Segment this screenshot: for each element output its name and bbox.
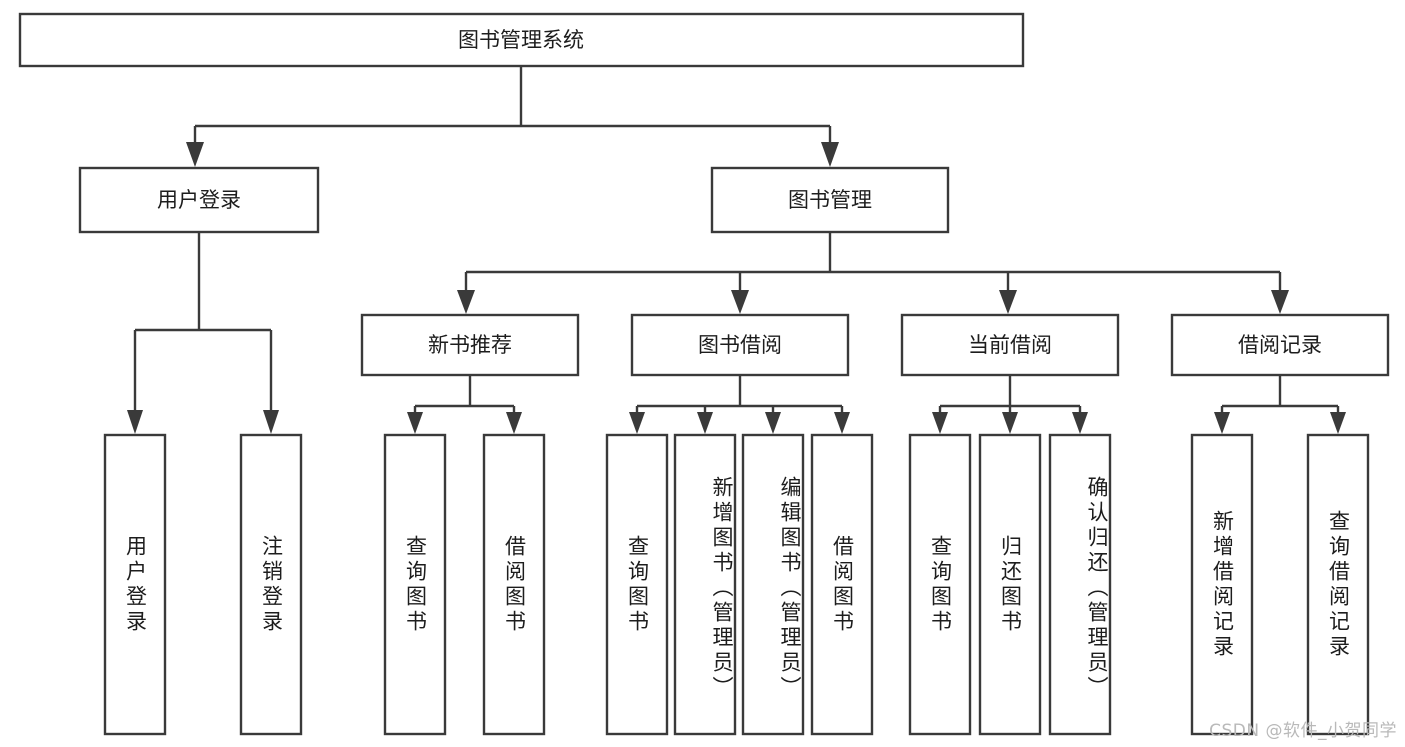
arrow-to-book-manage [821,142,839,167]
node-user-login[interactable]: 用户登录 [78,166,320,234]
leaf-box-add-record[interactable] [1190,433,1254,736]
leaf-box-query-book-1[interactable] [383,433,447,736]
node-user-login-label: 用户登录 [157,188,241,212]
connector-user-login-to-leaves [127,232,279,434]
leaf-box-query-book-2[interactable] [605,433,669,736]
arrow-to-user-login [186,142,204,167]
arrow-to-borrow-record [1271,290,1289,314]
arrow-to-current-borrow [999,290,1017,314]
arrow-to-leaf-logout [263,410,279,434]
leaf-box-borrow-book-1[interactable] [482,433,546,736]
arrow-to-new-book-recommend [457,290,475,314]
csdn-watermark: CSDN @软件_小贺同学 [1209,721,1397,741]
node-root-rect[interactable] [18,12,1025,68]
node-book-manage-label: 图书管理 [788,188,872,212]
node-new-book-recommend[interactable]: 新书推荐 [360,313,580,377]
connector-book-manage-to-level3 [457,232,1289,314]
node-current-borrow[interactable]: 当前借阅 [900,313,1120,377]
node-root-label: 图书管理系统 [458,28,584,52]
leaf-box-query-book-3[interactable] [908,433,972,736]
leaf-box-add-book[interactable] [673,433,737,736]
connector-current-borrow-to-leaves [932,375,1088,434]
connector-root-to-level2 [186,66,839,167]
leaf-box-logout[interactable] [239,433,303,736]
node-root[interactable]: 图书管理系统 [18,12,1025,68]
leaf-box-return-book[interactable] [978,433,1042,736]
leaf-box-borrow-book-2[interactable] [810,433,874,736]
connector-new-book-recommend-to-leaves [407,375,522,434]
leaf-box-confirm-return[interactable] [1048,433,1112,736]
node-user-login-rect[interactable] [78,166,320,234]
node-book-borrow[interactable]: 图书借阅 [630,313,850,377]
leaf-box-query-record[interactable] [1306,433,1370,736]
connector-borrow-record-to-leaves [1214,375,1346,434]
leaf-box-user-login[interactable] [103,433,167,736]
node-current-borrow-rect[interactable] [900,313,1120,377]
node-borrow-record-label: 借阅记录 [1238,333,1322,357]
node-current-borrow-label: 当前借阅 [968,333,1052,357]
arrow-to-book-borrow [731,290,749,314]
arrow-to-leaf-user-login [127,410,143,434]
node-book-manage[interactable]: 图书管理 [710,166,950,234]
node-new-book-recommend-rect[interactable] [360,313,580,377]
node-borrow-record[interactable]: 借阅记录 [1170,313,1390,377]
node-new-book-recommend-label: 新书推荐 [428,333,512,357]
leaf-box-edit-book[interactable] [741,433,805,736]
node-book-borrow-label: 图书借阅 [698,333,782,357]
connector-book-borrow-to-leaves [629,375,850,434]
